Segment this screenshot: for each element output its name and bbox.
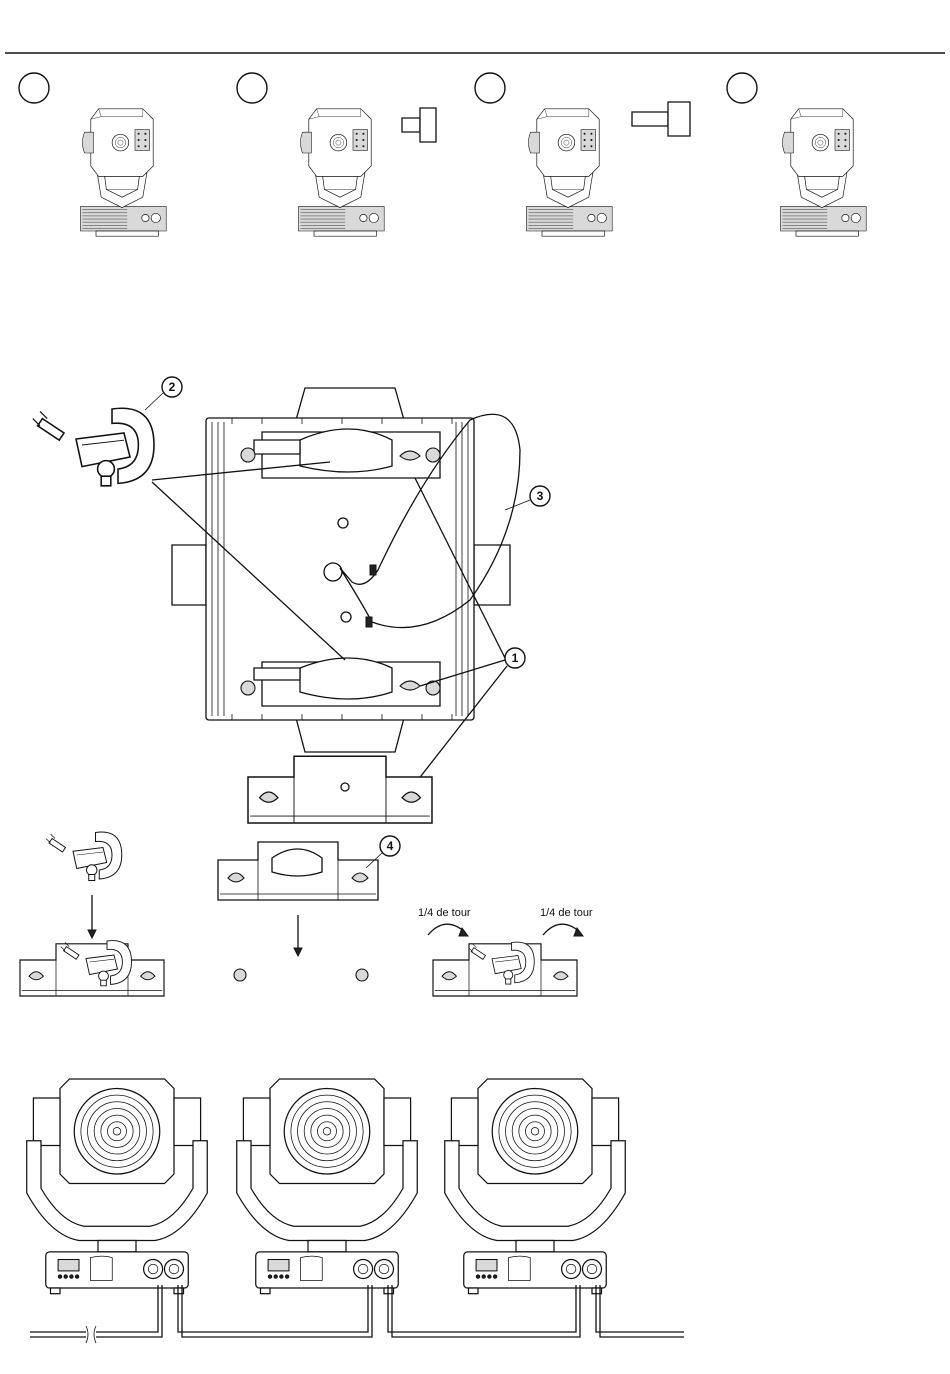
step-2	[237, 73, 436, 236]
safety-cable-callout-3: 3	[505, 486, 550, 510]
clamp-mount-step	[20, 832, 164, 996]
step-marker-4	[727, 73, 757, 103]
step-marker-2	[237, 73, 267, 103]
svg-text:3: 3	[537, 489, 544, 503]
dmx-cable-chain	[30, 1285, 684, 1343]
omega-bracket-detached	[248, 756, 432, 823]
base-bottom-view	[172, 388, 520, 752]
step-marker-3	[475, 73, 505, 103]
bracket-insert-step: 4	[218, 836, 400, 981]
fixture-front-1	[27, 1079, 208, 1294]
step-1	[19, 73, 166, 236]
rotation-label-right: 1/4 de tour	[540, 907, 593, 919]
svg-text:1: 1	[512, 651, 519, 665]
svg-text:4: 4	[387, 839, 394, 853]
fixture-front-3	[445, 1079, 626, 1294]
step-4	[727, 73, 866, 236]
quarter-turn-step: 1/4 de tour 1/4 de tour	[418, 907, 593, 996]
step-3	[475, 73, 690, 236]
fixture-front-2	[237, 1079, 418, 1294]
svg-text:2: 2	[169, 380, 176, 394]
step-marker-1	[19, 73, 49, 103]
rotation-label-left: 1/4 de tour	[418, 907, 471, 919]
